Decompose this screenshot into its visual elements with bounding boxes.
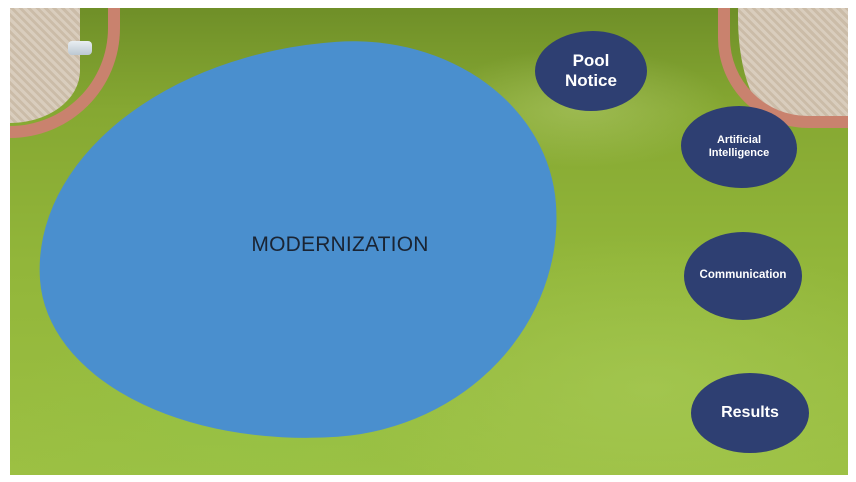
communication-label: Communication <box>699 269 787 282</box>
pool-coping-left <box>10 8 120 138</box>
results-bubble[interactable]: Results <box>691 373 809 453</box>
presentation-slide: MODERNIZATION Pool Notice Artificial Int… <box>10 8 848 475</box>
pool-notice-label: Pool Notice <box>565 50 617 90</box>
pool-notice-bubble[interactable]: Pool Notice <box>535 31 647 111</box>
communication-bubble[interactable]: Communication <box>684 232 802 320</box>
pool-skimmer <box>68 41 92 55</box>
artificial-intelligence-label: Artificial Intelligence <box>708 133 770 159</box>
results-label: Results <box>721 404 779 422</box>
artificial-intelligence-bubble[interactable]: Artificial Intelligence <box>681 106 797 188</box>
modernization-label: MODERNIZATION <box>251 233 429 256</box>
